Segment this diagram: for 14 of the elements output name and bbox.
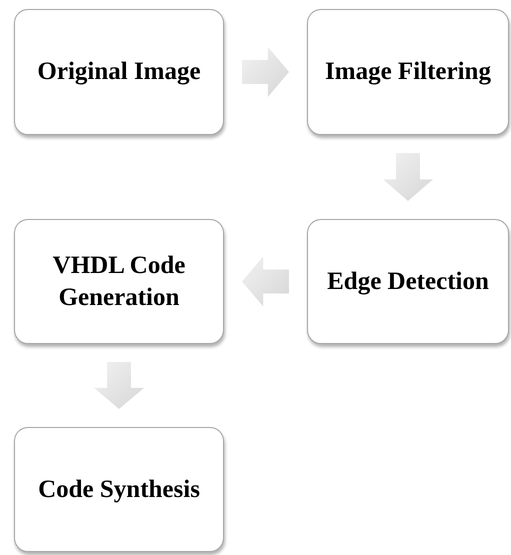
box-label: Edge Detection xyxy=(327,266,489,297)
process-box xyxy=(307,9,509,135)
box-label: Original Image xyxy=(37,57,201,88)
process-box xyxy=(14,427,224,552)
arrow xyxy=(94,362,144,409)
box-label: VHDL Code Generation xyxy=(52,251,186,312)
arrow xyxy=(242,256,289,306)
process-box xyxy=(307,219,509,344)
arrow xyxy=(383,153,433,201)
arrow xyxy=(242,47,289,97)
box-label: Image Filtering xyxy=(325,57,491,88)
process-box xyxy=(14,219,224,344)
process-box xyxy=(14,9,224,135)
box-label: Code Synthesis xyxy=(38,474,200,505)
